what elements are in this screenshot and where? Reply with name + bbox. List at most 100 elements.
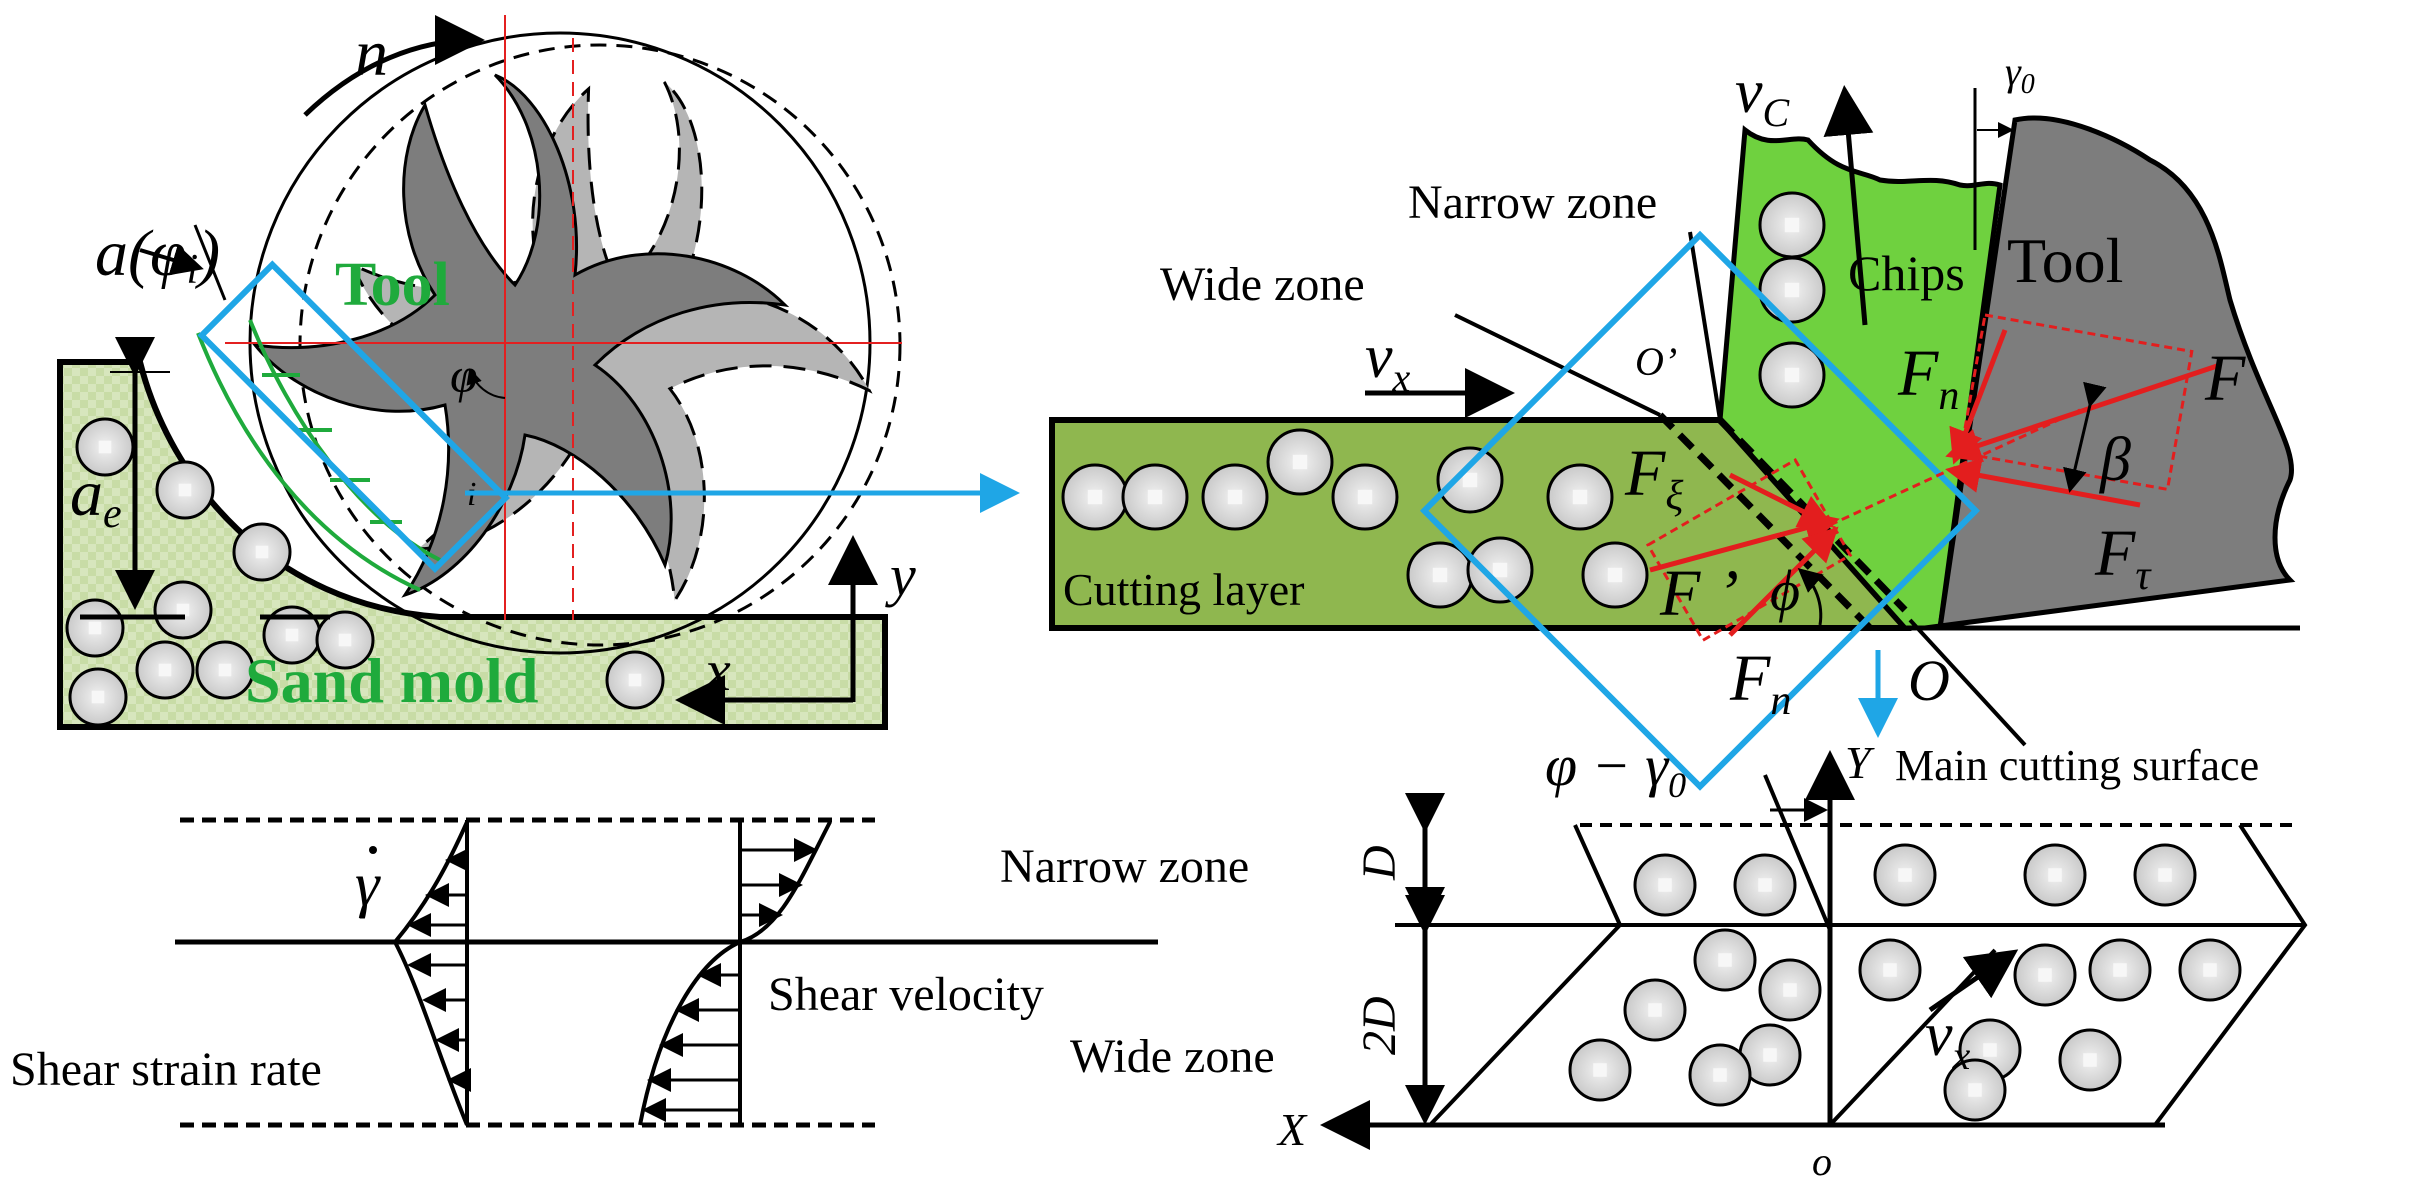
sand-grain [1688, 1043, 1752, 1107]
vx-label: vx [1925, 1001, 1971, 1078]
shear-plane-upper [1657, 412, 1873, 631]
wide-zone-callout: Wide zone [1160, 258, 1365, 311]
sand-grain [2023, 843, 2087, 907]
sand-mold-label: Sand mold [245, 645, 538, 716]
rotation-speed-label: n [355, 17, 388, 90]
sand-grain [1758, 256, 1826, 324]
sand-grain [1266, 428, 1334, 496]
sand-grain [135, 640, 195, 700]
velocity-arrows [642, 838, 818, 1122]
sand-grain [1693, 928, 1757, 992]
sand-grain [2178, 938, 2242, 1002]
sand-grain [1406, 541, 1474, 609]
sand-grain [1568, 1038, 1632, 1102]
vx-arrow [1928, 949, 2019, 1013]
rake-label: a(φi) [95, 217, 220, 293]
strain-rate-symbol: γ [355, 851, 381, 919]
sand-grain [315, 610, 375, 670]
sand-grain [1436, 446, 1504, 514]
tool-label-right: Tool [2007, 225, 2123, 296]
tool-main-shape [251, 73, 790, 598]
phi-angle-arc [466, 368, 506, 399]
sand-grain [2133, 843, 2197, 907]
force-fprime-label: F ’ [1659, 557, 1739, 630]
sand-grain [2088, 938, 2152, 1002]
sand-grain [155, 460, 215, 520]
tool-body [1924, 115, 2296, 631]
chips-label: Chips [1848, 245, 1965, 301]
left-edge [1428, 824, 1623, 1127]
beta-arrow [2063, 381, 2107, 493]
force-fn-top-label: Fn [1897, 337, 1959, 419]
shear-plane-lower [1717, 417, 1908, 613]
wide-zone-leader [1454, 313, 1661, 417]
narrow-zone-callout: Narrow zone [1408, 176, 1657, 229]
phi-angle-label: φ [450, 347, 478, 403]
sand-grain [1121, 463, 1189, 531]
strain-rate-dot [369, 846, 377, 854]
x-axis-label: x [704, 638, 731, 703]
narrow-zone-label: Narrow zone [1000, 840, 1249, 893]
force-ftau-arrow [1945, 458, 2141, 508]
shear-plane-line [1763, 774, 1832, 931]
shear-zone-window-left [197, 260, 510, 573]
rake-angle-indicator [139, 244, 204, 276]
force-ftau-label: Fτ [2094, 517, 2152, 599]
cutting-layer-label: Cutting layer [1063, 564, 1304, 615]
rake-angle-line [193, 224, 227, 301]
chip-velocity-label: vC [1735, 58, 1791, 135]
sand-grain [1943, 1058, 2007, 1122]
main-cutting-surface-leader [1908, 618, 2027, 747]
origin-o-label: O [1908, 648, 1950, 713]
narrow-zone-leader [1688, 231, 1722, 421]
origin-label: o [1812, 1139, 1832, 1184]
sand-grain [2013, 943, 2077, 1007]
bottom-left-panel: γ Shear velocity Shear strain rate [10, 817, 1158, 1128]
sand-grain [1633, 853, 1697, 917]
D-label: D [1353, 845, 1406, 881]
force-fn-bottom-label: Fn [1729, 642, 1791, 724]
force-fxi-arrow [1728, 472, 1835, 528]
beta-label: β [2099, 426, 2131, 494]
sand-grain [1623, 978, 1687, 1042]
sand-grain [1758, 341, 1826, 409]
cutting-layer-grains [1061, 191, 1826, 609]
strain-rate-arrows [407, 848, 471, 1092]
shear-strain-rate-label: Shear strain rate [10, 1043, 322, 1096]
left-panel: n a(φi) Tool φ i ae [57, 15, 1020, 730]
chip-velocity-arrow [1823, 85, 1874, 326]
ae-label: ae [70, 457, 122, 537]
sand-grain [65, 598, 125, 658]
X-axis-label: X [1276, 1104, 1308, 1155]
bottom-right-panel: φ − γ0 Y Narrow zone D 2D Wide zone vx X… [1000, 733, 2308, 1184]
phi-minus-gamma-label: φ − γ0 [1545, 733, 1686, 805]
sand-grain [232, 522, 292, 582]
shear-angle-label: ϕ [1770, 558, 1800, 623]
bottom-grains [1568, 843, 2242, 1122]
tool-label: Tool [335, 251, 450, 319]
main-cutting-surface-label: Main cutting surface [1895, 741, 2259, 790]
feed-velocity-label: vx [1365, 323, 1411, 400]
Y-axis-label: Y [1845, 737, 1875, 788]
shear-zone-window-right [1419, 230, 1981, 791]
force-fn-bottom-arrow [1728, 526, 1839, 637]
sand-grain [1466, 536, 1534, 604]
sand-grain [1546, 463, 1614, 531]
force-fn-top-arrow [1949, 329, 2008, 465]
sand-grain [1858, 938, 1922, 1002]
sand-grain [1581, 541, 1649, 609]
sand-grain [195, 640, 255, 700]
force-f-label: F [2204, 342, 2246, 415]
sand-grain [1758, 191, 1826, 259]
o-prime-label: O’ [1635, 339, 1677, 384]
shear-angle-arc [1797, 568, 1824, 626]
sand-grain [2058, 1028, 2122, 1092]
sand-grain [1733, 853, 1797, 917]
sand-grain [1331, 463, 1399, 531]
sand-grain [68, 667, 128, 727]
sand-grain [1758, 958, 1822, 1022]
rotation-arrow [303, 15, 485, 117]
rake-angle-label: γ0 [2005, 49, 2035, 100]
